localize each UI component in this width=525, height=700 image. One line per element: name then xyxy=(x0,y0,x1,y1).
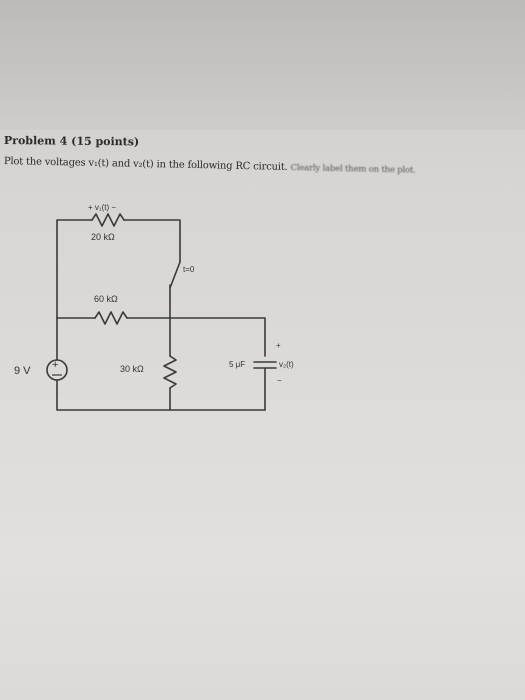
resistor-30k-symbol xyxy=(163,355,177,389)
capacitor-minus-label: − xyxy=(277,376,282,385)
resistor-60k-label: 60 kΩ xyxy=(94,294,118,304)
switch-symbol xyxy=(169,261,181,289)
capacitor-plus-label: + xyxy=(276,341,281,350)
resistor-20k-label: 20 kΩ xyxy=(91,232,115,242)
v1-label: + v₁(t) − xyxy=(88,203,116,212)
resistor-20k-symbol xyxy=(91,213,125,227)
v2-label: v₂(t) xyxy=(279,360,294,369)
wire-middle-right xyxy=(126,317,266,357)
wire-bottom xyxy=(56,391,266,411)
source-voltage-label: 9 V xyxy=(14,365,31,377)
paper-shadow xyxy=(0,0,525,130)
wire-left-top xyxy=(56,219,93,319)
switch-label: t=0 xyxy=(183,265,195,274)
source-plus-sign: + xyxy=(52,359,58,371)
wire-top-right xyxy=(123,219,181,263)
resistor-60k-symbol xyxy=(94,311,128,325)
capacitor-label: 5 μF xyxy=(229,360,245,369)
resistor-30k-label: 30 kΩ xyxy=(120,364,144,374)
